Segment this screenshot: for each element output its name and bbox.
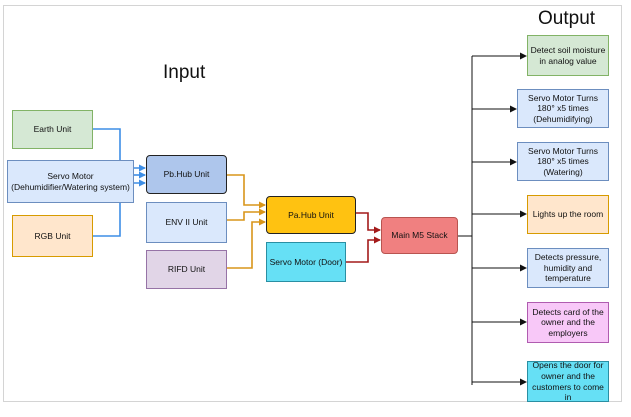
arrow-pbhub-to-pahub bbox=[227, 174, 266, 209]
rifd-unit-box: RIFD Unit bbox=[146, 250, 227, 289]
output-environment-sensor-box: Detects pressure, humidity and temperatu… bbox=[527, 248, 609, 288]
env-ii-unit-box: ENV II Unit bbox=[146, 202, 227, 243]
input-heading: Input bbox=[163, 62, 206, 83]
diagram-frame bbox=[3, 5, 622, 402]
rgb-unit-box: RGB Unit bbox=[12, 215, 93, 257]
servo-motor-door-box: Servo Motor (Door) bbox=[266, 242, 346, 282]
earth-unit-box: Earth Unit bbox=[12, 110, 93, 149]
output-door-open-box: Opens the door for owner and the custome… bbox=[527, 360, 609, 402]
arrow-env-to-pahub bbox=[227, 208, 266, 221]
output-lights-box: Lights up the room bbox=[527, 195, 609, 234]
arrow-door-to-main bbox=[346, 236, 381, 263]
pa-hub-unit-box: Pa.Hub Unit bbox=[266, 196, 356, 234]
output-soil-moisture-box: Detect soil moisture in analog value bbox=[527, 35, 609, 76]
arrow-rifd-to-pahub bbox=[227, 218, 266, 269]
output-heading: Output bbox=[538, 8, 596, 29]
pb-hub-unit-box: Pb.Hub Unit bbox=[146, 155, 227, 194]
main-m5-stack-box: Main M5 Stack bbox=[381, 217, 458, 254]
output-servo-watering-box: Servo Motor Turns 180° x5 times (Waterin… bbox=[517, 142, 609, 181]
output-card-detect-box: Detects card of the owner and the employ… bbox=[527, 302, 609, 343]
servo-motor-dw-box: Servo Motor (Dehumidifier/Watering syste… bbox=[7, 160, 134, 203]
output-servo-dehumidifying-box: Servo Motor Turns 180° x5 times (Dehumid… bbox=[517, 89, 609, 128]
arrow-pahub-to-main bbox=[356, 212, 381, 234]
